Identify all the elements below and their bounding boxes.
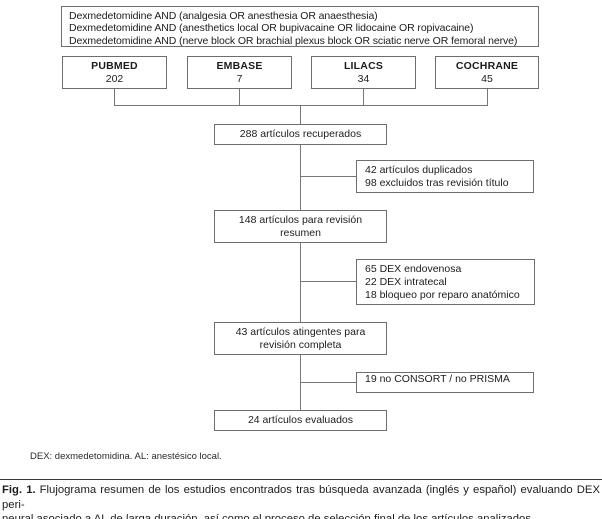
connector-line xyxy=(300,176,356,177)
exclusion-text: 22 DEX intratecal xyxy=(365,276,447,288)
figure-caption-label: Fig. 1. xyxy=(2,484,36,496)
stage-box-full-review: 43 artículos atingentes para revisión co… xyxy=(214,322,387,355)
stage-text: 24 artículos evaluados xyxy=(247,414,354,426)
stage-box-abstract-review: 148 artículos para revisión resumen xyxy=(214,210,387,243)
database-box-embase: EMBASE 7 xyxy=(187,56,292,89)
stage-text: revisión completa xyxy=(259,339,342,351)
figure-caption: Fig. 1.Flujograma resumen de los estudio… xyxy=(2,483,600,519)
database-box-cochrane: COCHRANE 45 xyxy=(435,56,539,89)
stage-text: 288 artículos recuperados xyxy=(239,128,362,140)
search-query-box: Dexmedetomidine AND (analgesia OR anesth… xyxy=(61,6,539,47)
exclusion-text: 18 bloqueo por reparo anatómico xyxy=(365,289,520,301)
search-query-line: Dexmedetomidine AND (anesthetics local O… xyxy=(69,22,474,35)
connector-line xyxy=(300,145,301,210)
figure-caption-line1: Flujograma resumen de los estudios encon… xyxy=(2,484,600,511)
connector-line xyxy=(363,89,364,105)
database-box-pubmed: PUBMED 202 xyxy=(62,56,167,89)
exclusion-text: 65 DEX endovenosa xyxy=(365,263,462,275)
connector-line xyxy=(239,89,240,105)
database-count: 202 xyxy=(105,73,124,85)
exclusion-text: 19 no CONSORT / no PRISMA xyxy=(365,373,510,385)
exclusion-box-duplicates: 42 artículos duplicados 98 excluidos tra… xyxy=(356,160,534,193)
connector-line xyxy=(300,382,356,383)
exclusion-box-standards: 19 no CONSORT / no PRISMA xyxy=(356,372,534,393)
search-query-line: Dexmedetomidine AND (nerve block OR brac… xyxy=(69,34,518,47)
abbreviations-footnote: DEX: dexmedetomidina. AL: anestésico loc… xyxy=(30,451,222,462)
database-count: 45 xyxy=(481,73,493,85)
connector-line xyxy=(300,243,301,322)
database-name: LILACS xyxy=(343,60,384,72)
connector-line xyxy=(300,105,301,124)
database-name: EMBASE xyxy=(216,60,263,72)
database-name: PUBMED xyxy=(91,60,138,72)
database-count: 34 xyxy=(357,73,370,85)
connector-line xyxy=(114,105,488,106)
connector-line xyxy=(114,89,115,105)
figure-caption-line2: neural asociado a AL de larga duración, … xyxy=(2,512,600,519)
database-count: 7 xyxy=(236,73,243,85)
caption-divider xyxy=(0,479,602,480)
connector-line xyxy=(300,281,356,282)
database-name: COCHRANE xyxy=(455,60,519,72)
stage-text: resumen xyxy=(280,227,321,239)
stage-box-retrieved: 288 artículos recuperados xyxy=(214,124,387,145)
stage-text: 43 artículos atingentes para xyxy=(235,326,366,338)
search-query-line: Dexmedetomidine AND (analgesia OR anesth… xyxy=(69,10,378,22)
connector-line xyxy=(487,89,488,105)
database-box-lilacs: LILACS 34 xyxy=(311,56,416,89)
exclusion-text: 98 excluidos tras revisión título xyxy=(365,177,509,189)
stage-box-evaluated: 24 artículos evaluados xyxy=(214,410,387,431)
exclusion-box-route: 65 DEX endovenosa 22 DEX intratecal 18 b… xyxy=(356,259,535,305)
stage-text: 148 artículos para revisión xyxy=(238,214,363,226)
exclusion-text: 42 artículos duplicados xyxy=(365,164,473,176)
